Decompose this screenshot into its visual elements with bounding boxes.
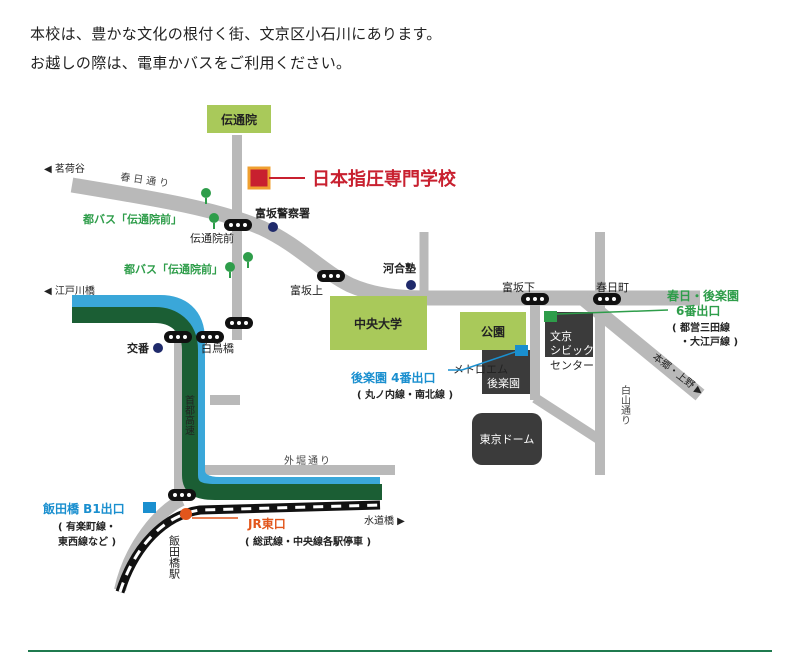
bus-stop-2: 都バス「伝通院前」	[123, 252, 253, 278]
intro-line-1: 本校は、豊かな文化の根付く街、文京区小石川にあります。	[30, 25, 442, 43]
kawai-dot	[406, 280, 416, 290]
signal-tomisaka-shita	[521, 293, 549, 305]
chuo-univ-label: 中央大学	[354, 316, 402, 331]
iidabashi-lines-label-2: 東西線など )	[58, 535, 116, 548]
iidabashi-station-label: 飯田橋駅	[168, 534, 181, 580]
signal-koban	[164, 331, 192, 343]
iidabashi-exit-label: 飯田橋 B1出口	[42, 501, 125, 516]
civic-label-1: 文京	[550, 329, 572, 343]
jr-east-exit-dot	[180, 508, 192, 520]
signal-tomisaka-ue	[317, 270, 345, 282]
kasuga-lines-label-1: ( 都営三田線	[672, 321, 730, 334]
signal-shiratori	[196, 331, 224, 343]
myogadani-label: ◀ 茗荷谷	[44, 163, 85, 175]
civic-label-3: センター	[550, 359, 594, 372]
intro-line-2: お越しの際は、電車かバスをご利用ください。	[30, 54, 352, 72]
kawai-label: 河合塾	[383, 261, 416, 275]
edogawabashi-label: ◀ 江戸川橋	[44, 284, 95, 297]
signal-denzuin-south	[225, 317, 253, 329]
shiratori-label: 白鳥橋	[201, 341, 234, 355]
tomisaka-police-label: 富坂警察署	[255, 206, 310, 220]
bus-stop-2-label: 都バス「伝通院前」	[123, 262, 223, 276]
shuto-label: 首都高速	[183, 394, 195, 435]
tomisaka-shita-label: 富坂下	[502, 280, 535, 294]
koban-dot	[153, 343, 163, 353]
kasuga-lines-label-2: ・大江戸線 )	[680, 335, 738, 348]
metro-korakuen-block	[482, 350, 530, 394]
kasuga-exit-label-2: 6番出口	[676, 303, 720, 318]
korakuen-lines-label: ( 丸ノ内線・南北線 )	[357, 388, 453, 401]
iidabashi-lines-label-1: ( 有楽町線・	[58, 520, 116, 533]
intro-text: 本校は、豊かな文化の根付く街、文京区小石川にあります。 お越しの際は、電車かバス…	[30, 20, 442, 78]
chuo-univ-box	[330, 296, 427, 350]
civic-label-2: シビック	[550, 344, 594, 357]
tokyo-dome-block	[472, 413, 542, 465]
railway	[115, 500, 381, 594]
hakusan-dori-label: 白山通り	[619, 384, 631, 425]
denzuin-box	[207, 105, 271, 133]
signal-kasuga-cho	[593, 293, 621, 305]
korakuen-exit-label: 後楽園 4番出口	[351, 370, 436, 385]
iidabashi-metro-icon	[143, 502, 156, 513]
korakuen-metro-icon	[515, 345, 528, 356]
shuto-highway	[72, 307, 382, 500]
bus-stop-1-label: 都バス「伝通院前」	[82, 212, 182, 226]
kasuga-exit-label-1: 春日・後楽園	[666, 288, 739, 303]
signal-iidabashi	[168, 489, 196, 501]
metro-korakuen-label-1: メトロエム	[453, 363, 508, 376]
koban-label: 交番	[127, 341, 150, 355]
tokyo-dome-label: 東京ドーム	[480, 432, 535, 446]
kasuga-metro-icon	[544, 311, 557, 322]
tomisaka-police-dot	[268, 222, 278, 232]
park-box	[460, 312, 526, 350]
bus-stop-1: 都バス「伝通院前」	[82, 188, 219, 229]
sotobori-label: 外堀通り	[284, 455, 332, 467]
tomisaka-ue-label: 富坂上	[290, 283, 323, 297]
metro-korakuen-label-2: 後楽園	[487, 376, 520, 390]
traffic-signals	[164, 219, 621, 501]
bottom-divider	[28, 650, 772, 652]
kasuga-cho-label: 春日町	[596, 281, 629, 294]
denzuin-mae-label: 伝通院前	[190, 231, 234, 245]
park-label: 公園	[481, 325, 505, 339]
school-marker	[247, 166, 271, 190]
hongo-label: 本郷・上野 ▶	[650, 350, 706, 398]
jr-lines-label: ( 総武線・中央線各駅停車 )	[245, 535, 371, 548]
signal-denzuin-mae	[224, 219, 252, 231]
suidobashi-label: 水道橋 ▶	[364, 514, 405, 527]
school-name: 日本指圧専門学校	[312, 168, 457, 190]
jr-exit-label: JR東口	[247, 516, 286, 531]
denzuin-label: 伝通院	[221, 112, 257, 127]
